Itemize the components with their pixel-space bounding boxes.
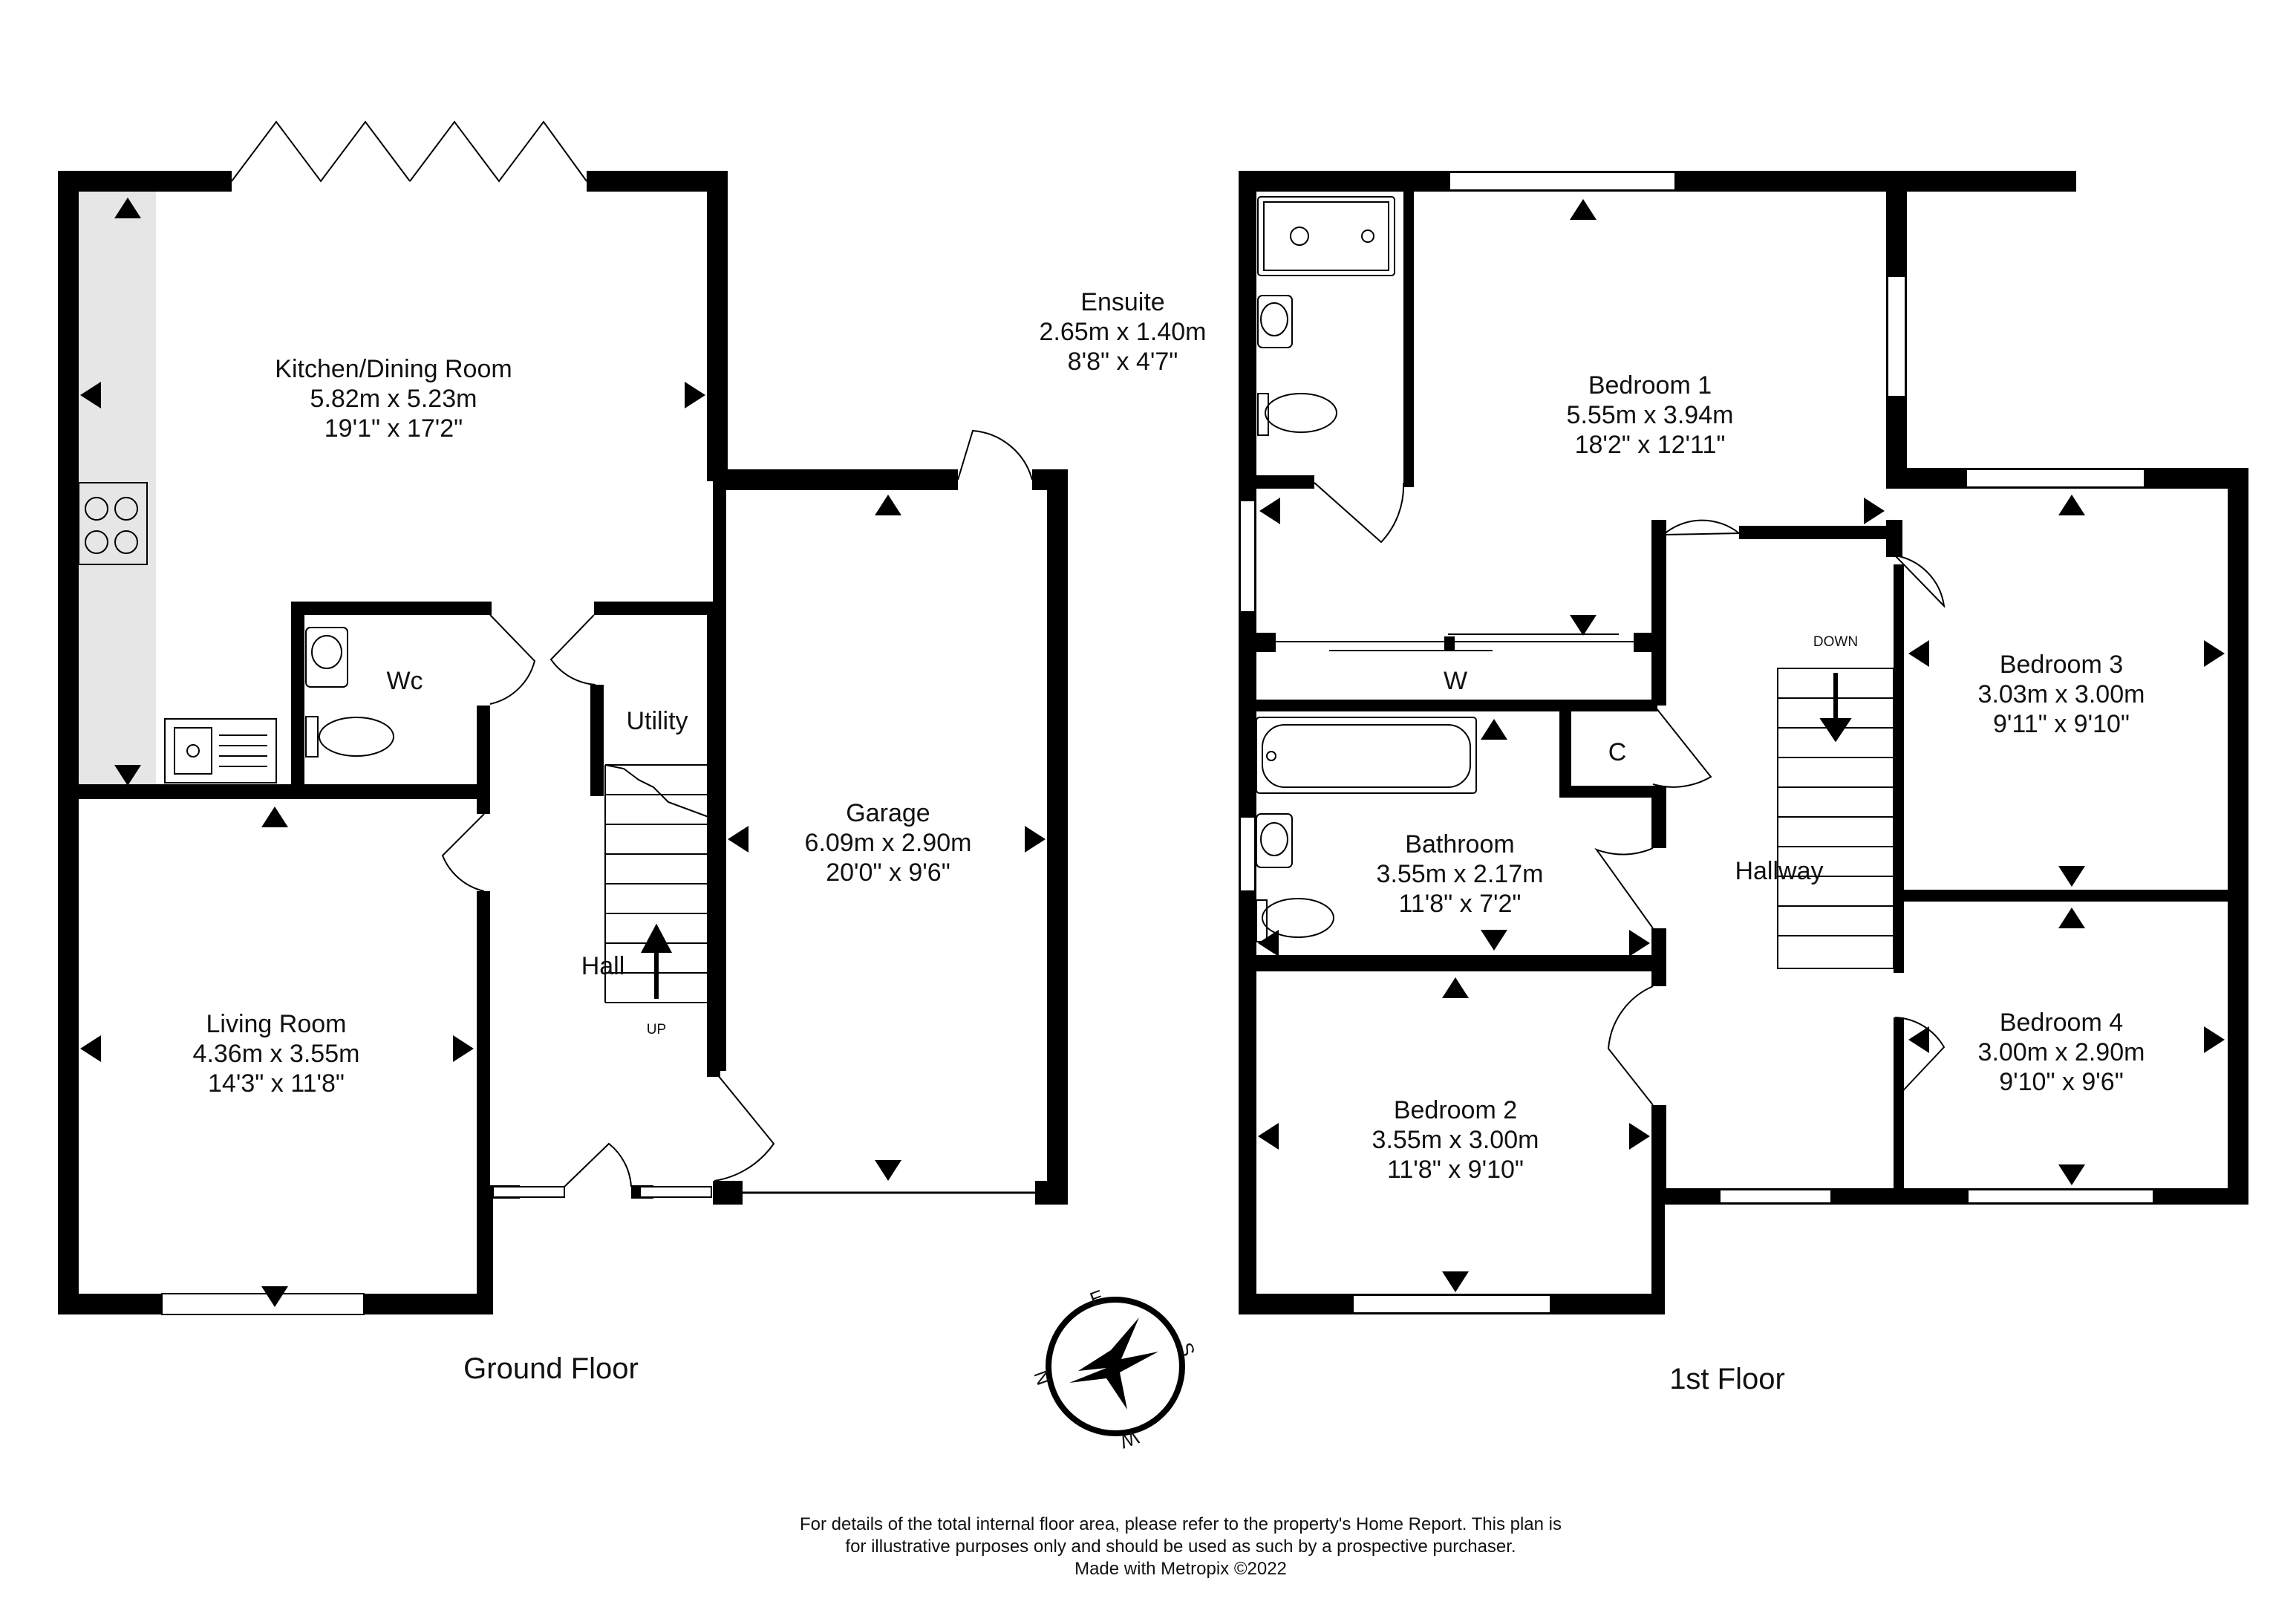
kitchen-imperial: 19'1" x 17'2" xyxy=(324,414,463,443)
ground-floor: Kitchen/Dining Room 5.82m x 5.23m 19'1" … xyxy=(58,120,1068,1385)
bedroom3-metric: 3.03m x 3.00m xyxy=(1978,680,2145,708)
ground-floor-walls xyxy=(58,171,1068,1314)
bifold-doors xyxy=(231,120,411,183)
bathroom-name: Bathroom xyxy=(1405,830,1514,858)
cupboard-label: C xyxy=(1608,738,1627,766)
utility-name: Utility xyxy=(626,707,688,735)
bedroom1-name: Bedroom 1 xyxy=(1588,371,1712,400)
wc-name: Wc xyxy=(386,667,423,695)
hallway-name: Hallway xyxy=(1735,857,1823,885)
living-imperial: 14'3" x 11'8" xyxy=(208,1069,345,1098)
first-floor-windows xyxy=(1239,172,2154,1314)
stairs-down-arrow-icon xyxy=(1819,673,1852,743)
kitchen-name: Kitchen/Dining Room xyxy=(275,355,512,383)
bedroom3-name: Bedroom 3 xyxy=(2000,651,2123,679)
footer-line3: Made with Metropix ©2022 xyxy=(1074,1559,1287,1579)
bedroom2-metric: 3.55m x 3.00m xyxy=(1372,1126,1539,1154)
hall-name: Hall xyxy=(581,952,625,980)
wardrobe-doors xyxy=(1276,633,1634,651)
footer: For details of the total internal floor … xyxy=(800,1514,1562,1579)
bedroom2-imperial: 11'8" x 9'10" xyxy=(1387,1156,1524,1184)
hob-icon xyxy=(78,482,148,565)
bathroom-imperial: 11'8" x 7'2" xyxy=(1398,890,1521,918)
wc-fixtures xyxy=(305,627,394,758)
ensuite-name: Ensuite xyxy=(1080,288,1164,316)
first-floor-walls xyxy=(1239,171,2248,1314)
ensuite-fixtures xyxy=(1257,196,1395,436)
living-metric: 4.36m x 3.55m xyxy=(193,1040,360,1068)
garage-metric: 6.09m x 2.90m xyxy=(805,829,972,857)
garage-name: Garage xyxy=(846,799,930,827)
bedroom4-imperial: 9'10" x 9'6" xyxy=(1999,1068,2124,1096)
bathroom-fixtures xyxy=(1256,717,1477,942)
bedroom1-imperial: 18'2" x 12'11" xyxy=(1575,431,1726,459)
bathroom-metric: 3.55m x 2.17m xyxy=(1377,860,1544,888)
kitchen-metric: 5.82m x 5.23m xyxy=(310,385,477,413)
ground-floor-windows xyxy=(161,1186,712,1315)
bedroom4-name: Bedroom 4 xyxy=(2000,1009,2123,1037)
bedroom4-metric: 3.00m x 2.90m xyxy=(1978,1038,2145,1066)
first-floor-title: 1st Floor xyxy=(1669,1363,1785,1395)
first-floor-doors xyxy=(1314,482,1946,1106)
kitchen-sink xyxy=(164,718,277,783)
first-floor: Ensuite 2.65m x 1.40m 8'8" x 4'7" Bedroo… xyxy=(1040,171,2248,1395)
bedroom3-imperial: 9'11" x 9'10" xyxy=(1993,710,2130,738)
first-floor-dimension-arrows xyxy=(1258,199,2225,1292)
kitchen-worktop xyxy=(74,192,156,795)
ensuite-metric: 2.65m x 1.40m xyxy=(1040,318,1207,346)
stairs-down-label: DOWN xyxy=(1813,634,1858,650)
wardrobe-label: W xyxy=(1444,667,1467,695)
bedroom1-metric: 5.55m x 3.94m xyxy=(1567,401,1734,429)
ground-floor-stairs xyxy=(604,764,709,1003)
footer-line2: for illustrative purposes only and shoul… xyxy=(845,1537,1516,1557)
compass-rose-icon: E S W N xyxy=(1029,1285,1199,1453)
stairs-up-label: UP xyxy=(647,1022,666,1037)
garage-imperial: 20'0" x 9'6" xyxy=(826,858,950,887)
ground-floor-doors xyxy=(441,429,1033,1187)
ground-floor-title: Ground Floor xyxy=(463,1352,639,1385)
ensuite-imperial: 8'8" x 4'7" xyxy=(1068,348,1178,376)
bifold-doors-right xyxy=(409,120,587,183)
first-floor-stairs xyxy=(1777,668,1894,969)
living-name: Living Room xyxy=(206,1010,347,1038)
ground-floor-labels: Kitchen/Dining Room 5.82m x 5.23m 19'1" … xyxy=(193,355,972,1385)
stairs-up-arrow-icon xyxy=(641,923,672,999)
footer-line1: For details of the total internal floor … xyxy=(800,1514,1562,1534)
bedroom2-name: Bedroom 2 xyxy=(1394,1096,1517,1124)
ground-floor-dimension-arrows xyxy=(80,198,1046,1307)
first-floor-labels: Ensuite 2.65m x 1.40m 8'8" x 4'7" Bedroo… xyxy=(1040,288,2145,1395)
